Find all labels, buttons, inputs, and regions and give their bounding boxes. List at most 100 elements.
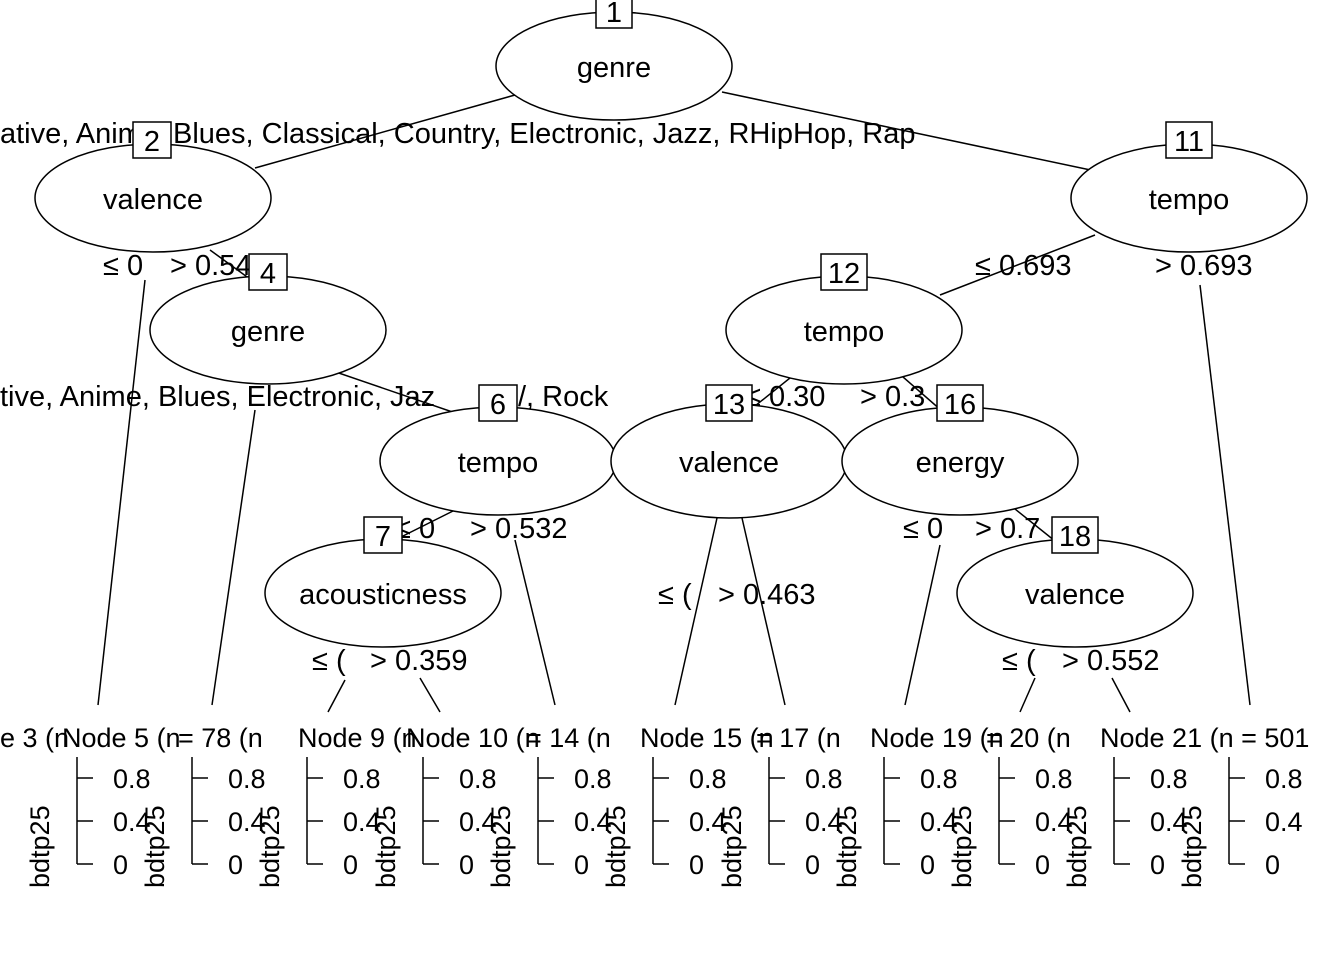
split-label-4-left: tive, Anime, Blues, Electronic, Jaz (0, 381, 435, 413)
id-text: 12 (828, 258, 860, 290)
node-7: acousticness (264, 538, 502, 648)
edge-11-12 (939, 234, 1096, 296)
id-box (132, 121, 172, 159)
terminal-tick-label: 0.8 (1035, 764, 1073, 794)
split-label-18-right: > 0.552 (1062, 645, 1160, 677)
terminal-side-label: bdtp25 (947, 805, 977, 888)
id-text: 6 (490, 389, 506, 421)
terminal-tick-label: 0 (1150, 850, 1165, 880)
id-box (705, 384, 753, 422)
edge-16-17 (904, 544, 941, 706)
terminal-label-8: = 78 (n (178, 723, 263, 753)
terminal-tick-label: 0 (1265, 850, 1280, 880)
terminal-side-label: bdtp25 (717, 805, 747, 888)
id-text: 7 (375, 521, 391, 553)
node-id-18: 18 (1051, 516, 1099, 554)
id-text: 4 (260, 258, 276, 290)
terminal-tick-label: 0.8 (920, 764, 958, 794)
split-label-13-left: ≤ ( (658, 579, 692, 611)
edge-7-8 (327, 679, 346, 713)
node-id-13: 13 (705, 384, 753, 422)
node-2: valence (34, 143, 272, 253)
node-variable: tempo (458, 447, 539, 479)
edge-13-14 (674, 517, 718, 706)
node-4: genre (149, 275, 387, 385)
edge-18-20 (1111, 677, 1131, 713)
terminal-tick-label: 0.8 (1150, 764, 1188, 794)
terminal-tick-label: 0 (228, 850, 243, 880)
id-box (363, 516, 403, 554)
split-label-16-left: ≤ 0 (903, 513, 943, 545)
node-id-6: 6 (478, 384, 518, 422)
node-id-16: 16 (936, 384, 984, 422)
terminal-side-label: bdtp25 (1062, 805, 1092, 888)
split-label-11-right: > 0.693 (1155, 250, 1253, 282)
edge-4-5 (211, 409, 256, 706)
node-16: energy (841, 406, 1079, 516)
terminal-tick-label: 0.4 (1265, 807, 1303, 837)
node-id-boxes: 1 2 4 6 7 11 12 13 (132, 0, 1213, 554)
id-text: 18 (1059, 521, 1091, 553)
split-label-18-left: ≤ ( (1002, 645, 1036, 677)
split-label-6-right: > 0.532 (470, 513, 568, 545)
terminal-panels: 0.80.40bdtp250.80.40bdtp250.80.40bdtp250… (25, 757, 1303, 888)
node-variable: valence (103, 184, 203, 216)
terminal-tick-label: 0.4 (1035, 807, 1073, 837)
node-variable: energy (916, 447, 1005, 479)
edge-18-19 (1019, 677, 1036, 713)
terminal-label-3: e 3 (n (0, 723, 69, 753)
id-text: 11 (1174, 126, 1204, 158)
node-variable: acousticness (299, 579, 467, 611)
terminal-label-20: = 20 (n (986, 723, 1071, 753)
split-label-16-right: > 0.7 (975, 513, 1040, 545)
node-12: tempo (725, 275, 963, 385)
terminal-tick-label: 0.4 (574, 807, 612, 837)
terminal-panel: 0.8 0.4 0 bdtp25 (947, 757, 1073, 888)
id-box (936, 384, 984, 422)
terminal-tick-label: 0.8 (113, 764, 151, 794)
terminal-tick-label: 0.4 (343, 807, 381, 837)
node-18: valence (956, 538, 1194, 648)
edge-11-21 (1199, 284, 1251, 706)
inner-nodes: genre valence genre tempo acousticness t… (34, 11, 1308, 648)
terminal-side-label: bdtp25 (140, 805, 170, 888)
terminal-tick-label: 0.4 (459, 807, 497, 837)
terminal-label-19: Node 19 (n (870, 723, 1004, 753)
terminal-label-21: Node 21 (n = 501 (1100, 723, 1309, 753)
split-label-1-right: Blues, Classical, Country, Electronic, J… (173, 118, 915, 150)
terminal-tick-label: 0 (343, 850, 358, 880)
id-box (595, 0, 633, 29)
node-variable: valence (679, 447, 779, 479)
terminal-label-10: Node 10 (n (406, 723, 540, 753)
edge-13-15 (741, 517, 786, 706)
terminal-labels: e 3 (n Node 5 (n = 78 (n Node 9 (n Node … (0, 723, 1309, 753)
terminal-label-5: Node 5 (n (62, 723, 181, 753)
split-label-13-right: > 0.463 (718, 579, 816, 611)
terminal-tick-label: 0 (113, 850, 128, 880)
terminal-side-label: bdtp25 (25, 805, 55, 888)
edge-6-7 (394, 509, 456, 541)
edge-1-2 (254, 94, 516, 169)
terminal-side-label: bdtp25 (1177, 805, 1207, 888)
terminal-side-label: bdtp25 (832, 805, 862, 888)
id-text: 2 (144, 126, 160, 158)
terminal-side-label: bdtp25 (601, 805, 631, 888)
terminal-tick-label: 0.8 (228, 764, 266, 794)
id-box (1165, 121, 1213, 159)
node-variable: genre (577, 52, 651, 84)
terminal-tick-label: 0 (805, 850, 820, 880)
terminal-tick-label: 0.8 (689, 764, 727, 794)
edge-7-9 (419, 677, 441, 713)
id-text: 13 (713, 389, 745, 421)
terminal-tick-label: 0 (1035, 850, 1050, 880)
terminal-tick-label: 0 (574, 850, 589, 880)
edge-4-6 (329, 369, 471, 419)
terminal-tick-label: 0.4 (113, 807, 151, 837)
terminal-side-label: bdtp25 (371, 805, 401, 888)
split-label-12-right: > 0.3 (860, 381, 925, 413)
